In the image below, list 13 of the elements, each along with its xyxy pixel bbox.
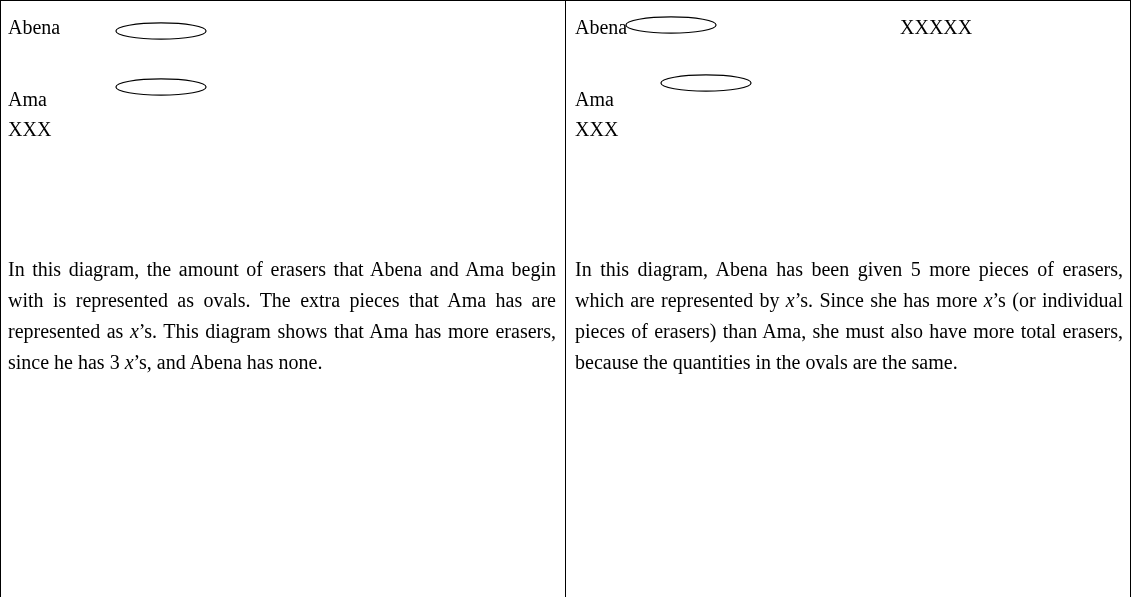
- description-text: In this diagram, Abena has been given 5 more pieces of erasers, which are represented by x’s. Since she has more x’s (or individual pieces of erasers) than Ama, she must also have more total erasers, because the quantities in the ovals are the same.: [575, 257, 1123, 376]
- table-text: Ama: [575, 87, 614, 112]
- oval-shape: [115, 78, 207, 96]
- table-text: XXX: [575, 117, 619, 142]
- table-text: Abena: [575, 15, 628, 40]
- oval-shape: [625, 16, 717, 34]
- description-text: In this diagram, the amount of erasers that Abena and Ama begin with is represented as ovals. The extra pieces that Ama has are represented as x’s. This diagram shows that Ama has more erasers, since he has 3 x’s, and Abena has none.: [8, 257, 556, 375]
- table-text: Ama: [8, 87, 47, 112]
- oval-shape: [660, 74, 752, 92]
- oval-shape: [115, 22, 207, 40]
- table-text: Abena: [8, 15, 61, 40]
- table-text: XXXXX: [900, 15, 973, 40]
- table-text: XXX: [8, 117, 52, 142]
